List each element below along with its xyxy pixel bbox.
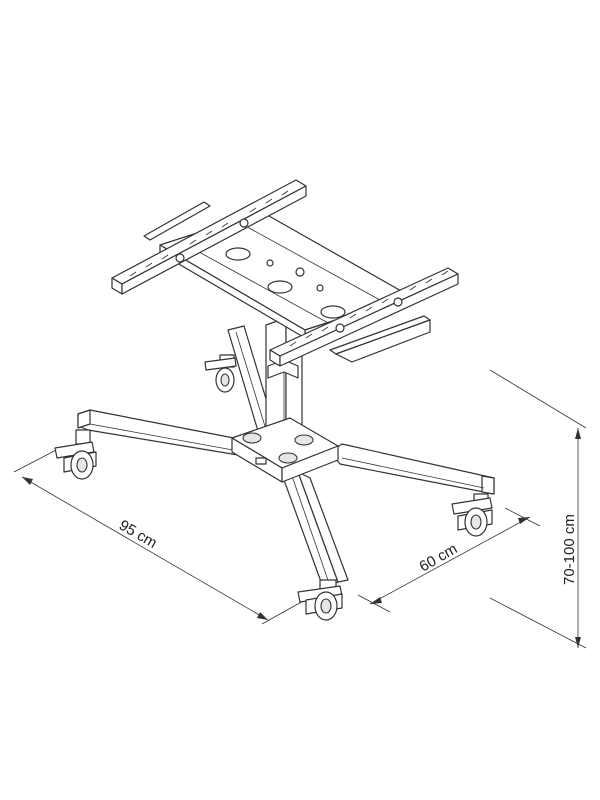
base-hub [231,417,339,483]
front-caster [297,579,343,621]
width-dimension: 95 cm [13,447,306,625]
height-dimension: 70-100 cm [489,369,587,649]
depth-label: 60 cm [417,540,461,575]
front-leg [283,471,349,591]
height-label: 70-100 cm [561,514,578,585]
left-leg [77,409,245,457]
mounting-bracket [111,179,459,367]
right-leg [329,443,495,495]
left-caster [54,429,97,480]
depth-dimension: 60 cm [357,507,541,613]
width-label: 95 cm [116,517,160,552]
left-mounting-rail [111,179,307,295]
back-caster [204,354,237,393]
right-mounting-rail [269,267,459,367]
right-caster [451,493,493,537]
